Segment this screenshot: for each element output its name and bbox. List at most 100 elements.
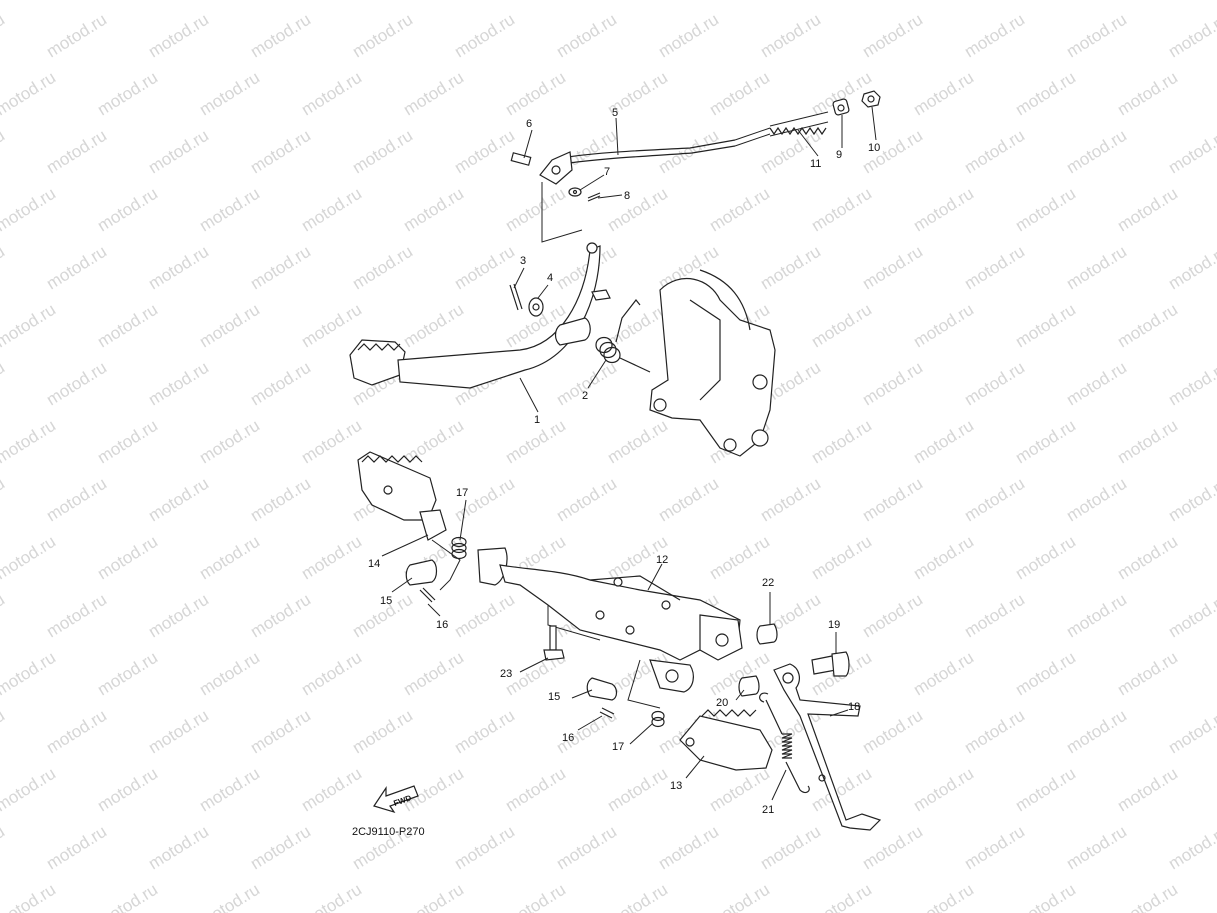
watermark-text: motod.ru: [1114, 880, 1181, 913]
watermark-text: motod.ru: [808, 416, 875, 468]
callout-3: 3: [520, 255, 526, 267]
watermark-text: motod.ru: [1165, 474, 1217, 526]
watermark-text: motod.ru: [0, 184, 59, 236]
watermark-text: motod.ru: [961, 822, 1028, 874]
watermark-text: motod.ru: [961, 358, 1028, 410]
watermark-text: motod.ru: [0, 416, 59, 468]
watermark-text: motod.ru: [196, 880, 263, 913]
watermark-text: motod.ru: [910, 184, 977, 236]
callout-1: 1: [534, 414, 540, 426]
watermark-text: motod.ru: [961, 242, 1028, 294]
watermark-text: motod.ru: [247, 474, 314, 526]
watermark-text: motod.ru: [0, 880, 59, 913]
watermark-text: motod.ru: [757, 10, 824, 62]
watermark-text: motod.ru: [298, 416, 365, 468]
watermark-text: motod.ru: [910, 764, 977, 816]
watermark-text: motod.ru: [145, 706, 212, 758]
watermark-text: motod.ru: [43, 358, 110, 410]
watermark-text: motod.ru: [961, 474, 1028, 526]
watermark-text: motod.ru: [0, 648, 59, 700]
watermark-text: motod.ru: [43, 590, 110, 642]
watermark-text: motod.ru: [298, 648, 365, 700]
watermark-text: motod.ru: [1114, 764, 1181, 816]
watermark-text: motod.ru: [451, 10, 518, 62]
watermark-text: motod.ru: [859, 358, 926, 410]
watermark-text: motod.ru: [1165, 706, 1217, 758]
watermark-text: motod.ru: [757, 822, 824, 874]
watermark-text: motod.ru: [553, 822, 620, 874]
watermark-text: motod.ru: [196, 764, 263, 816]
watermark-text: motod.ru: [706, 184, 773, 236]
watermark-text: motod.ru: [604, 184, 671, 236]
watermark-text: motod.ru: [451, 590, 518, 642]
watermark-text: motod.ru: [94, 0, 161, 3]
watermark-text: motod.ru: [349, 242, 416, 294]
callout-15-top: 15: [380, 595, 392, 607]
watermark-text: motod.ru: [145, 126, 212, 178]
watermark-text: motod.ru: [859, 242, 926, 294]
callouts: 5 6 7 8 9 10 11 3 4 1 2 17 12 14 15 16 2…: [368, 107, 880, 816]
watermark-text: motod.ru: [502, 764, 569, 816]
watermark-text: motod.ru: [502, 880, 569, 913]
watermark-text: motod.ru: [655, 822, 722, 874]
watermark-text: motod.ru: [1063, 242, 1130, 294]
watermark-text: motod.ru: [961, 126, 1028, 178]
watermark-text: motod.ru: [247, 590, 314, 642]
watermark-text: motod.ru: [0, 474, 8, 526]
callout-22: 22: [762, 577, 774, 589]
watermark-text: motod.ru: [400, 416, 467, 468]
watermark-text: motod.ru: [43, 126, 110, 178]
callout-10: 10: [868, 142, 880, 154]
watermark-text: motod.ru: [808, 0, 875, 3]
watermark-text: motod.ru: [43, 474, 110, 526]
watermark-text: motod.ru: [349, 126, 416, 178]
footrest-bracket: [477, 547, 743, 693]
watermark-text: motod.ru: [655, 126, 722, 178]
watermark-text: motod.ru: [604, 764, 671, 816]
watermark-text: motod.ru: [400, 0, 467, 3]
watermark-text: motod.ru: [553, 10, 620, 62]
watermark-text: motod.ru: [1114, 300, 1181, 352]
watermark-text: motod.ru: [1063, 358, 1130, 410]
callout-11: 11: [810, 158, 821, 170]
watermark-text: motod.ru: [706, 880, 773, 913]
watermark-text: motod.ru: [1012, 416, 1079, 468]
watermark-text: motod.ru: [43, 242, 110, 294]
callout-13: 13: [670, 780, 682, 792]
watermark-text: motod.ru: [0, 242, 8, 294]
watermark-text: motod.ru: [94, 300, 161, 352]
watermark-text: motod.ru: [349, 706, 416, 758]
watermark-text: motod.ru: [502, 184, 569, 236]
watermark-text: motod.ru: [0, 10, 8, 62]
watermark-text: motod.ru: [859, 474, 926, 526]
callout-23: 23: [500, 668, 512, 680]
watermark-text: motod.ru: [94, 184, 161, 236]
watermark-text: motod.ru: [0, 0, 59, 3]
watermark-text: motod.ru: [94, 68, 161, 120]
watermark-text: motod.ru: [808, 532, 875, 584]
watermark-text: motod.ru: [0, 126, 8, 178]
watermark-text: motod.ru: [400, 68, 467, 120]
watermark-text: motod.ru: [247, 242, 314, 294]
watermark-text: motod.ru: [451, 706, 518, 758]
watermark-text: motod.ru: [706, 0, 773, 3]
watermark-text: motod.ru: [298, 68, 365, 120]
watermark-text: motod.ru: [910, 648, 977, 700]
sidestand: [759, 663, 882, 831]
callout-8: 8: [624, 190, 630, 202]
watermark-text: motod.ru: [196, 68, 263, 120]
callout-14: 14: [368, 558, 380, 570]
watermark-text: motod.ru: [247, 358, 314, 410]
watermark-text: motod.ru: [247, 10, 314, 62]
watermark-text: motod.ru: [910, 532, 977, 584]
watermark-text: motod.ru: [196, 184, 263, 236]
watermark-text: motod.ru: [298, 300, 365, 352]
watermark-text: motod.ru: [910, 300, 977, 352]
watermark-text: motod.ru: [1165, 10, 1217, 62]
watermark-text: motod.ru: [961, 10, 1028, 62]
watermark-text: motod.ru: [145, 474, 212, 526]
watermark-text: motod.ru: [94, 764, 161, 816]
watermark-text: motod.ru: [451, 822, 518, 874]
callout-15-bottom: 15: [548, 691, 560, 703]
watermark-text: motod.ru: [247, 822, 314, 874]
